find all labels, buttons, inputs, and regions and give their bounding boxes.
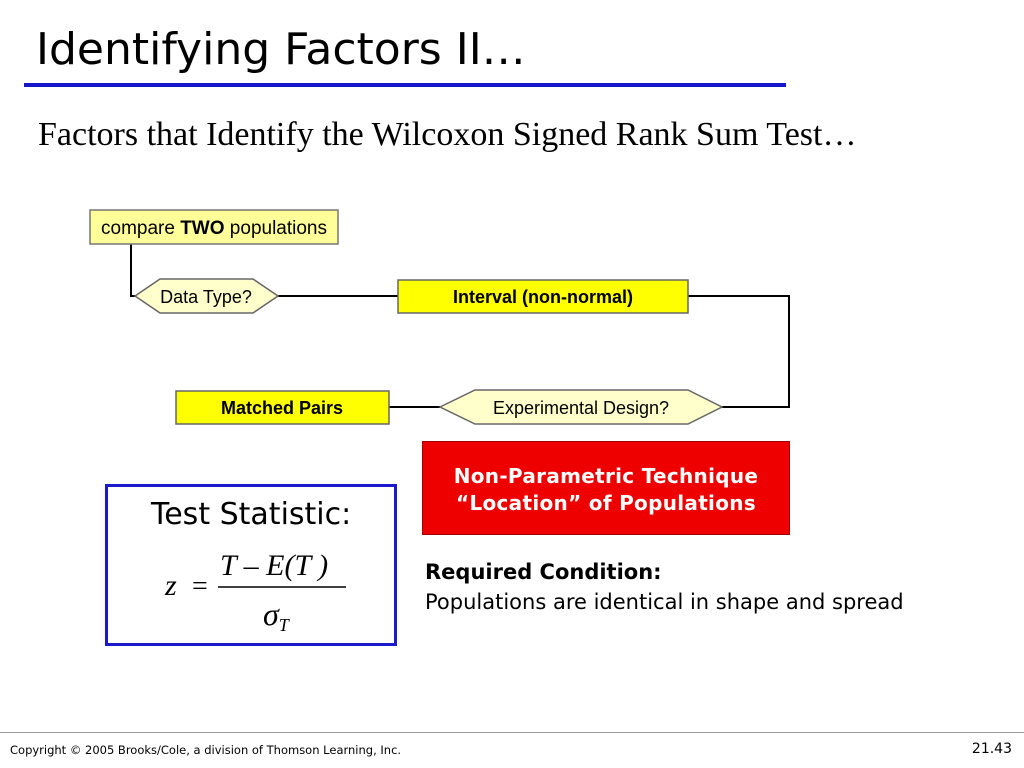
formula-sigma: σ xyxy=(263,596,280,632)
result-matched-label: Matched Pairs xyxy=(221,398,343,418)
start-prefix: compare xyxy=(101,218,180,239)
technique-box: Non-Parametric Technique “Location” of P… xyxy=(422,441,790,535)
slide-title: Identifying Factors II… xyxy=(36,24,526,75)
required-condition-title: Required Condition: xyxy=(425,560,662,584)
slide-subtitle: Factors that Identify the Wilcoxon Signe… xyxy=(38,116,857,153)
connector-start-to-datatype xyxy=(130,244,138,297)
formula-lhs: z xyxy=(164,569,177,602)
footer-copyright: Copyright © 2005 Brooks/Cole, a division… xyxy=(10,743,402,757)
decision-design-label: Experimental Design? xyxy=(493,398,669,418)
result-matched-pairs-box: Matched Pairs xyxy=(175,390,390,425)
test-statistic-formula: z = T – E(T ) σT xyxy=(164,549,346,635)
start-emphasis: TWO xyxy=(180,218,224,239)
start-box-label: compare TWO populations xyxy=(101,218,327,239)
start-box: compare TWO populations xyxy=(89,209,339,245)
test-statistic-label: Test Statistic: xyxy=(151,497,352,532)
connector-interval-to-design xyxy=(688,295,790,408)
decision-experimental-design: Experimental Design? xyxy=(438,389,724,425)
formula-denominator: σT xyxy=(263,596,291,635)
formula-numerator: T – E(T ) xyxy=(220,549,328,582)
formula-sigma-subscript: T xyxy=(279,615,291,635)
test-statistic-box: Test Statistic: z = T – E(T ) σT xyxy=(105,484,397,646)
formula-equals: = xyxy=(192,571,208,602)
technique-line-1: Non-Parametric Technique xyxy=(453,464,759,488)
page-number: 21.43 xyxy=(971,741,1012,757)
technique-line-2: “Location” of Populations xyxy=(456,491,756,515)
title-underline xyxy=(24,83,786,87)
required-condition-text: Populations are identical in shape and s… xyxy=(425,590,904,614)
decision-data-type: Data Type? xyxy=(133,278,280,314)
flowchart: compare TWO populations Data Type? Inter… xyxy=(89,209,790,425)
result-interval-label: Interval (non-normal) xyxy=(453,287,633,307)
decision-data-type-label: Data Type? xyxy=(160,287,252,307)
result-interval-box: Interval (non-normal) xyxy=(397,279,689,314)
start-suffix: populations xyxy=(225,218,327,239)
flowchart-connectors xyxy=(130,244,790,408)
footer-divider xyxy=(0,732,1024,733)
